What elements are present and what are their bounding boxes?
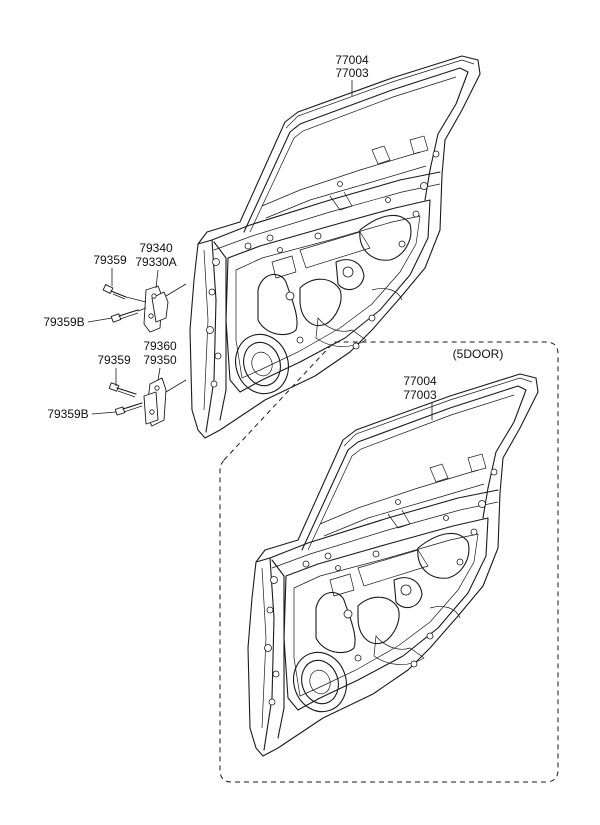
callout-hinge-lower-part-1: 79360 xyxy=(143,339,177,353)
lower-hinge-bolt xyxy=(108,382,137,398)
upper-hinge-bolt xyxy=(102,284,127,300)
callout-hinge-upper-part-2: 79330A xyxy=(135,255,176,269)
callout-hinge-upper-bolt: 79359 xyxy=(93,253,127,267)
lower-hinge-assembly xyxy=(108,377,187,427)
callout-door-upper-1: 77004 xyxy=(335,53,369,67)
callout-door-lower-2: 77003 xyxy=(403,388,437,402)
variant-dashed-box xyxy=(219,341,559,783)
upper-hinge-assembly xyxy=(102,283,187,333)
rear-door-panel-upper xyxy=(189,55,481,439)
callout-hinge-lower-part-2: 79350 xyxy=(143,353,177,367)
callout-door-upper-2: 77003 xyxy=(335,66,369,80)
variant-label: (5DOOR) xyxy=(453,347,504,361)
rear-door-panel-5door xyxy=(247,373,539,757)
callout-hinge-upper-part-1: 79340 xyxy=(139,241,173,255)
callout-door-lower-1: 77004 xyxy=(403,374,437,388)
callout-hinge-upper-bolt-b: 79359B xyxy=(43,315,84,329)
lower-hinge-bolt-b xyxy=(114,402,143,416)
callout-hinge-lower-bolt-b: 79359B xyxy=(47,407,88,421)
upper-hinge-bolt-b xyxy=(110,309,139,323)
callout-hinge-lower-bolt: 79359 xyxy=(97,353,131,367)
